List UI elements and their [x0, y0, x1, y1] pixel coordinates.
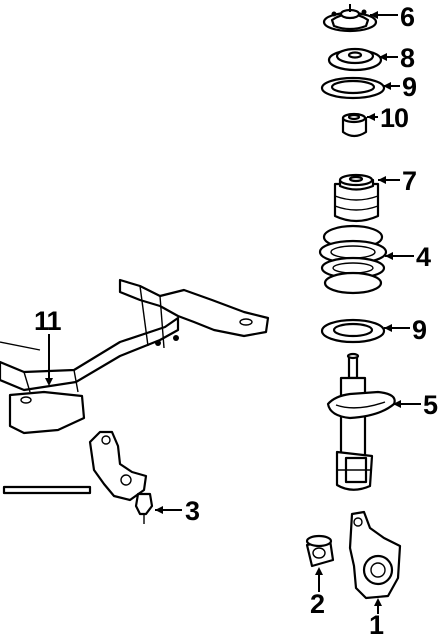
- callout-5: 5: [423, 390, 438, 420]
- callout-7: 7: [402, 166, 416, 196]
- callout-3: 3: [185, 496, 200, 526]
- callout-6: 6: [400, 2, 415, 32]
- part-9-upper-insulator: [320, 76, 386, 100]
- part-6-strut-mount: [322, 4, 378, 33]
- callout-1: 1: [369, 610, 384, 637]
- part-9-lower-insulator: [320, 318, 386, 344]
- part-10-bumper: [341, 112, 368, 138]
- callout-10: 10: [380, 103, 408, 133]
- part-7-dust-boot: [333, 173, 380, 223]
- part-5-strut: [326, 352, 396, 491]
- part-4-coil-spring: [318, 224, 388, 295]
- callout-9-upper: 9: [402, 72, 417, 102]
- callout-2: 2: [310, 589, 324, 619]
- part-11-crossmember: [0, 278, 270, 435]
- callout-9-lower: 9: [412, 315, 427, 345]
- part-3-ball-joint: [2, 430, 154, 524]
- callout-4: 4: [416, 242, 431, 272]
- part-1-knuckle: [348, 510, 402, 600]
- part-8-bearing: [327, 47, 383, 72]
- callout-8: 8: [400, 43, 415, 73]
- callout-11: 11: [34, 306, 62, 336]
- leader-lines: [45, 11, 421, 614]
- part-2-hub-bearing: [305, 534, 335, 568]
